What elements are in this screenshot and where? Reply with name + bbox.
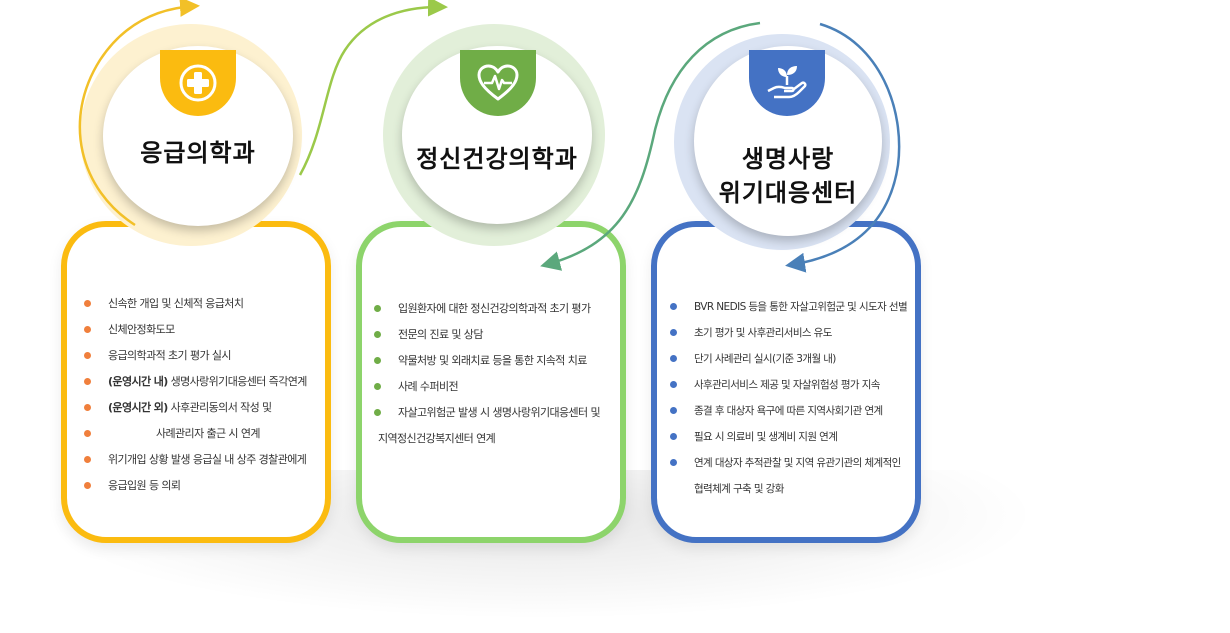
list-item-text: 초기 평가 및 사후관리서비스 유도 [694,327,832,339]
bullet-icon [670,329,677,336]
list-item-text: 생명사랑위기대응센터 즉각연계 [167,375,308,388]
list-item: 신속한 개입 및 신체적 응급처치 [84,293,307,319]
list-item-text: 사례관리자 출근 시 연계 [156,427,260,440]
list-item-text: 신체안정화도모 [108,323,175,336]
crisis-center-card [651,221,921,543]
list-item: BVR NEDIS 등을 통한 자살고위험군 및 시도자 선별 [670,296,908,322]
list-item-text: 응급의학과적 초기 평가 실시 [108,349,232,362]
bullet-icon [84,326,91,333]
emergency-list: 신속한 개입 및 신체적 응급처치 신체안정화도모 응급의학과적 초기 평가 실… [84,293,307,501]
bullet-icon [374,383,381,390]
list-item-text: 사례 수퍼비전 [398,380,459,393]
bullet-icon [84,300,91,307]
arrow-emergency-loop [78,0,200,227]
list-item-text: 협력체계 구축 및 강화 [694,483,784,495]
list-item-text: 입원환자에 대한 정신건강의학과적 초기 평가 [398,302,591,315]
list-item: 응급입원 등 의뢰 [84,475,307,501]
bullet-icon [374,331,381,338]
bullet-icon [374,409,381,416]
list-item: 초기 평가 및 사후관리서비스 유도 [670,322,907,348]
list-item-text: 종결 후 대상자 욕구에 따른 지역사회기관 연계 [694,405,883,417]
list-item-text: 신속한 개입 및 신체적 응급처치 [108,297,244,310]
plus-icon [179,64,217,102]
bullet-icon [374,305,381,312]
list-item-text: 위기개입 상황 발생 응급실 내 상주 경찰관에게 [108,453,307,466]
list-item-bold: (운영시간 외) [108,401,168,414]
bullet-icon [670,355,677,362]
crisis-center-title: 생명사랑 위기대응센터 [694,142,882,210]
list-item: 위기개입 상황 발생 응급실 내 상주 경찰관에게 [84,449,307,475]
list-item: (운영시간 외) 사후관리동의서 작성 및 [84,397,307,423]
list-item-text: 지역정신건강복지센터 연계 [378,432,496,445]
list-item-bold: (운영시간 내) [108,375,168,388]
list-item-text: 전문의 진료 및 상담 [398,328,483,341]
list-item-text: 필요 시 의료비 및 생계비 지원 연계 [694,431,838,443]
list-item: 사후관리서비스 제공 및 자살위험성 평가 지속 [670,374,907,400]
list-item: 응급의학과적 초기 평가 실시 [84,345,307,371]
hand-plant-icon [767,66,807,99]
list-item: (운영시간 내) 생명사랑위기대응센터 즉각연계 [84,371,307,397]
list-item-text: 응급입원 등 의뢰 [108,479,181,492]
bullet-icon [84,378,91,385]
bullet-icon [84,482,91,489]
bullet-icon [84,352,91,359]
list-item: 자살고위험군 발생 시 생명사랑위기대응센터 및 [374,402,601,428]
list-item: 연계 대상자 추적관찰 및 지역 유관기관의 체계적인 [670,452,907,478]
list-item-text: 약물처방 및 외래치료 등을 통한 지속적 치료 [398,354,587,367]
list-item-text: 사후관리서비스 제공 및 자살위험성 평가 지속 [694,379,880,391]
crisis-center-list: BVR NEDIS 등을 통한 자살고위험군 및 시도자 선별 초기 평가 및 … [670,296,908,502]
list-item: 약물처방 및 외래치료 등을 통한 지속적 치료 [374,350,600,376]
bullet-icon [670,433,677,440]
bullet-icon [374,357,381,364]
bullet-icon [84,404,91,411]
list-item-text: 단기 사례관리 실시(기준 3개월 내) [694,353,836,365]
list-item-text: BVR NEDIS 등을 통한 자살고위험군 및 시도자 선별 [694,301,908,313]
heart-pulse-icon [477,64,519,101]
crisis-center-title-line1: 생명사랑 [741,145,835,173]
list-item: 필요 시 의료비 및 생계비 지원 연계 [670,426,907,452]
list-item: 사례 수퍼비전 [374,376,600,402]
list-item: 입원환자에 대한 정신건강의학과적 초기 평가 [374,298,600,324]
arrow-emergency-to-psychiatry [298,0,448,176]
list-item: 사례관리자 출근 시 연계 [84,423,307,449]
list-item: 협력체계 구축 및 강화 [670,478,907,502]
bullet-icon [670,459,677,466]
list-item: 종결 후 대상자 욕구에 따른 지역사회기관 연계 [670,400,907,426]
crisis-center-badge [749,50,825,116]
psychiatry-card [356,221,626,543]
bullet-icon [84,430,91,437]
bullet-icon [670,407,677,414]
emergency-card [61,221,331,543]
bullet-icon [670,303,677,310]
psychiatry-list: 입원환자에 대한 정신건강의학과적 초기 평가 전문의 진료 및 상담 약물처방… [374,298,601,452]
list-item-text: 자살고위험군 발생 시 생명사랑위기대응센터 및 [398,406,601,419]
arrow-crisis-loop [785,22,901,273]
emergency-title: 응급의학과 [140,139,256,167]
list-item: 전문의 진료 및 상담 [374,324,600,350]
psychiatry-title: 정신건강의학과 [416,145,578,173]
emergency-badge [160,50,236,116]
list-item-text: 연계 대상자 추적관찰 및 지역 유관기관의 체계적인 [694,457,901,469]
list-item: 신체안정화도모 [84,319,307,345]
crisis-center-title-line2: 위기대응센터 [718,179,858,207]
list-item-text: 사후관리동의서 작성 및 [167,401,273,414]
list-item: 단기 사례관리 실시(기준 3개월 내) [670,348,907,374]
psychiatry-badge [460,50,536,116]
bullet-icon [84,456,91,463]
bullet-icon [670,381,677,388]
arrow-crisis-to-psychiatry [540,21,761,271]
list-item: 지역정신건강복지센터 연계 [374,428,600,452]
